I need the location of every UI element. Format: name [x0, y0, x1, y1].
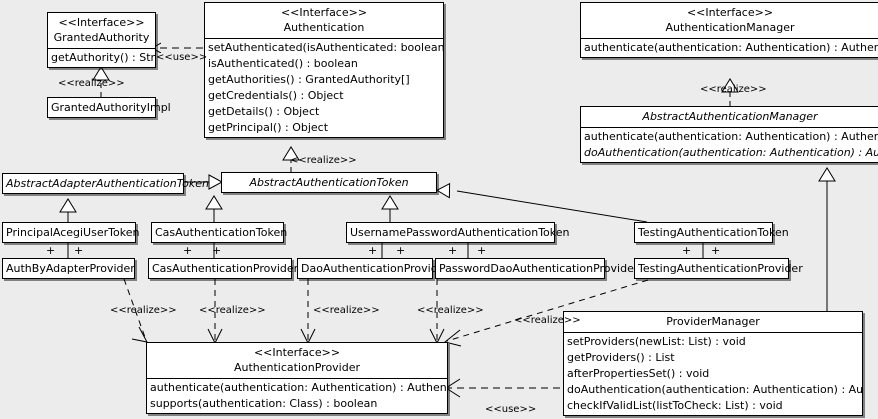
- edge-label-use-providermanager-authenticationprovider: <<use>>: [485, 404, 537, 415]
- association-plus-mark: +: [448, 244, 458, 257]
- operations-compartment: setAuthenticated(isAuthenticated: boolea…: [205, 39, 443, 137]
- operation-row: getAuthorities() : GrantedAuthority[]: [208, 73, 410, 86]
- class-auth-by-adapter-provider[interactable]: AuthByAdapterProvider: [2, 258, 135, 279]
- edge-label-realize-abstractauthenticationmanager: <<realize>>: [700, 84, 767, 95]
- operation-row: doAuthentication(authentication: Authent…: [567, 383, 862, 396]
- operation-row: supports(authentication: Class) : boolea…: [150, 397, 378, 410]
- class-dao-authentication-provider[interactable]: DaoAuthenticationProvider: [297, 258, 449, 279]
- operations-compartment: setProviders(newList: List) : void getPr…: [564, 333, 862, 415]
- edge-label-realize-passworddaoauthenticationprovider: <<realize>>: [417, 305, 484, 316]
- operations-compartment: getAuthority() : String: [48, 49, 155, 67]
- edge-label-realize-daoauthenticationprovider: <<realize>>: [313, 305, 380, 316]
- operation-row: authenticate(authentication: Authenticat…: [150, 381, 447, 394]
- compartment-divider: [147, 378, 447, 379]
- operation-row: checkIfValidList(listToCheck: List) : vo…: [567, 399, 783, 412]
- class-name-label: Authentication: [283, 21, 365, 34]
- class-abstract-authentication-manager[interactable]: AbstractAuthenticationManager authentica…: [580, 106, 878, 163]
- association-plus-mark: +: [477, 244, 487, 257]
- class-principal-acegi-user-token[interactable]: PrincipalAcegiUserToken: [2, 222, 139, 243]
- compartment-divider: [581, 38, 878, 39]
- operation-row: afterPropertiesSet() : void: [567, 367, 710, 380]
- edge-label-realize-abstractauthenticationtoken: <<realize>>: [290, 155, 357, 166]
- association-plus-mark: +: [711, 244, 721, 257]
- stereotype-label: <<Interface>>: [280, 6, 368, 19]
- class-cas-authentication-provider[interactable]: CasAuthenticationProvider: [148, 258, 298, 279]
- class-name-label: AbstractAuthenticationManager: [642, 110, 818, 123]
- class-header-abstract-authentication-manager: AbstractAuthenticationManager: [581, 107, 878, 127]
- class-name-label: AuthenticationManager: [665, 21, 795, 34]
- edge-label-realize-testingauthenticationprovider: <<realize>>: [514, 315, 581, 326]
- stereotype-label: <<Interface>>: [253, 346, 341, 359]
- class-header-provider-manager: ProviderManager: [564, 312, 862, 332]
- operation-row: setAuthenticated(isAuthenticated: boolea…: [208, 41, 443, 54]
- operation-row: getPrincipal() : Object: [208, 121, 329, 134]
- class-name-label: ProviderManager: [666, 315, 760, 328]
- compartment-divider: [205, 38, 443, 39]
- class-authentication[interactable]: <<Interface>> Authentication setAuthenti…: [204, 2, 444, 138]
- class-abstract-adapter-authentication-token[interactable]: AbstractAdapterAuthenticationToken: [2, 173, 209, 194]
- class-username-password-authentication-token[interactable]: UsernamePasswordAuthenticationToken: [346, 222, 570, 243]
- association-plus-mark: +: [368, 244, 378, 257]
- operation-row: getDetails() : Object: [208, 105, 320, 118]
- compartment-divider: [48, 48, 155, 49]
- operation-row: authenticate(authentication: Authenticat…: [584, 130, 878, 143]
- operation-row: getAuthority() : String: [51, 51, 155, 64]
- edge-label-use-authentication-grantedauthority: <<use>>: [156, 52, 208, 63]
- operation-row: getCredentials() : Object: [208, 89, 344, 102]
- compartment-divider: [564, 332, 862, 333]
- class-cas-authentication-token[interactable]: CasAuthenticationToken: [151, 222, 287, 243]
- class-authentication-provider[interactable]: <<Interface>> AuthenticationProvider aut…: [146, 342, 448, 414]
- operations-compartment: authenticate(authentication: Authenticat…: [581, 128, 878, 162]
- class-granted-authority-impl[interactable]: GrantedAuthorityImpl: [47, 97, 171, 118]
- compartment-divider: [581, 127, 878, 128]
- class-authentication-manager[interactable]: <<Interface>> AuthenticationManager auth…: [580, 2, 878, 58]
- class-name-label: GrantedAuthority: [53, 31, 150, 44]
- association-plus-mark: +: [396, 244, 406, 257]
- class-provider-manager[interactable]: ProviderManager setProviders(newList: Li…: [563, 311, 863, 416]
- edge-label-realize-grantedauthorityimpl: <<realize>>: [58, 78, 125, 89]
- association-plus-mark: +: [74, 244, 84, 257]
- class-abstract-authentication-token[interactable]: AbstractAuthenticationToken: [221, 172, 437, 193]
- operation-row: authenticate(authentication: Authenticat…: [584, 41, 878, 54]
- operation-row: getProviders() : List: [567, 351, 675, 364]
- stereotype-label: <<Interface>>: [58, 16, 145, 29]
- operation-row: doAuthentication(authentication: Authent…: [584, 146, 878, 159]
- edge-label-realize-casauthenticationprovider: <<realize>>: [199, 305, 266, 316]
- class-testing-authentication-token[interactable]: TestingAuthenticationToken: [634, 222, 789, 243]
- class-header-authentication-manager: <<Interface>> AuthenticationManager: [581, 3, 878, 38]
- association-plus-mark: +: [682, 244, 692, 257]
- association-plus-mark: +: [212, 244, 222, 257]
- class-testing-authentication-provider[interactable]: TestingAuthenticationProvider: [634, 258, 803, 279]
- class-header-authentication-provider: <<Interface>> AuthenticationProvider: [147, 343, 447, 378]
- stereotype-label: <<Interface>>: [686, 6, 774, 19]
- class-granted-authority[interactable]: <<Interface>> GrantedAuthority getAuthor…: [47, 12, 156, 68]
- edge-label-realize-authbyadapterprovider: <<realize>>: [110, 305, 177, 316]
- association-plus-mark: +: [183, 244, 193, 257]
- class-header-granted-authority: <<Interface>> GrantedAuthority: [48, 13, 155, 48]
- operation-row: isAuthenticated() : boolean: [208, 57, 358, 70]
- class-password-dao-authentication-provider[interactable]: PasswordDaoAuthenticationProvider: [435, 258, 638, 279]
- operation-row: setProviders(newList: List) : void: [567, 335, 746, 348]
- operations-compartment: authenticate(authentication: Authenticat…: [581, 39, 878, 57]
- class-name-label: AuthenticationProvider: [233, 361, 361, 374]
- class-header-authentication: <<Interface>> Authentication: [205, 3, 443, 38]
- operations-compartment: authenticate(authentication: Authenticat…: [147, 379, 447, 413]
- association-plus-mark: +: [46, 244, 56, 257]
